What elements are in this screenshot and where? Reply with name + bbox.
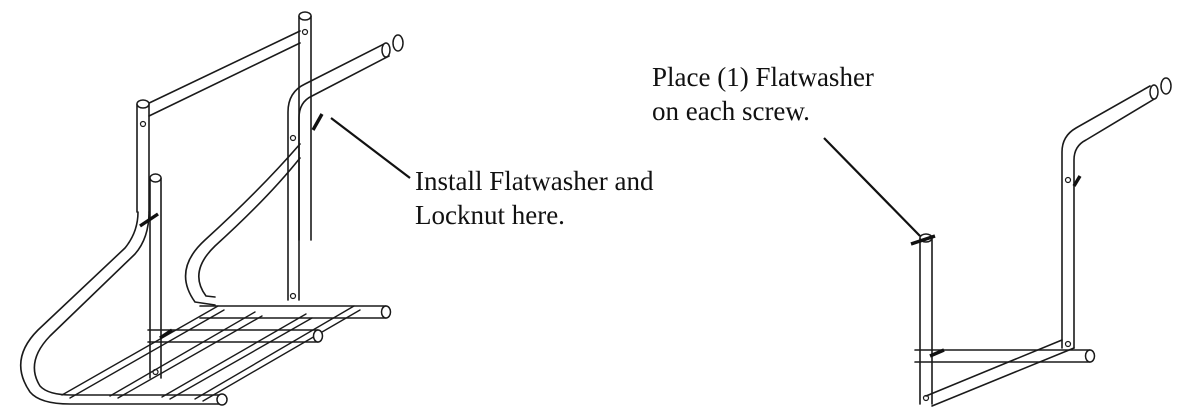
middle-curved-tube (184, 143, 301, 306)
right-callout-line-2: on each screw. (652, 96, 810, 126)
right-callout-line-1: Place (1) Flatwasher (652, 62, 874, 92)
top-rail (144, 30, 301, 117)
right-cross-rail (914, 349, 1096, 363)
outer-loop-runner (19, 211, 228, 406)
base-cross-rails (61, 305, 392, 402)
right-bent-post (1061, 77, 1172, 349)
left-callout-line-2: Locknut here. (415, 200, 565, 230)
right-callout-leader (823, 137, 921, 237)
right-frame-assembly (823, 77, 1172, 407)
right-short-post (919, 233, 933, 405)
left-callout-line-1: Install Flatwasher and (415, 166, 654, 196)
right-handle-rail (287, 34, 404, 301)
left-callout-leader (330, 117, 411, 179)
right-callout-text: Place (1) Flatwasher on each screw. (652, 60, 874, 128)
left-callout-text: Install Flatwasher and Locknut here. (415, 164, 653, 232)
washer-mark-left (139, 113, 324, 340)
left-back-post (136, 99, 150, 213)
left-frame-assembly (19, 11, 411, 406)
washer-mark-right (910, 175, 1082, 358)
rear-tall-post (298, 11, 312, 241)
